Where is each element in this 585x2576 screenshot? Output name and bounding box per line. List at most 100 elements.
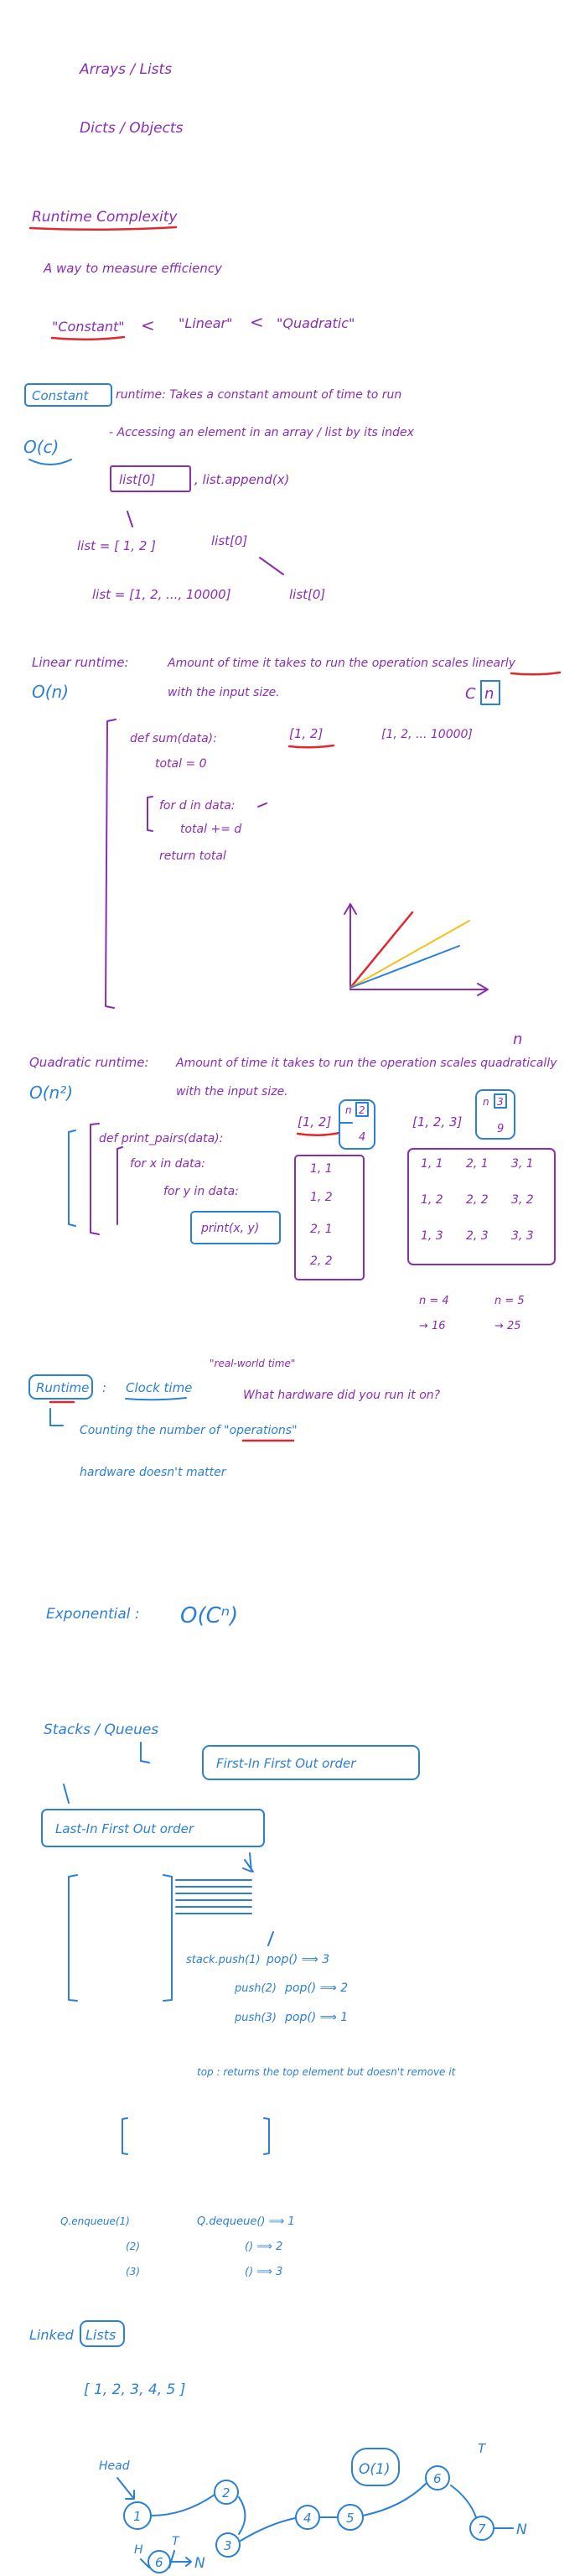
pointer-stroke [259, 557, 284, 575]
link-6-7 [450, 2485, 477, 2518]
quadratic-big-o: O(n²) [29, 1083, 73, 1103]
stacks-queues-section: Stacks / Queues First-In First Out order… [41, 1722, 457, 2278]
queue-left-bracket [122, 2117, 128, 2155]
less-than-2: < [250, 312, 264, 332]
runtime-note-colon: : [102, 1380, 106, 1395]
linear-example-big: [1, 2, ... 10000] [381, 728, 473, 741]
link-1-2 [150, 2494, 215, 2516]
queue-dequeue-3: () ⟹ 3 [245, 2266, 282, 2278]
sum-code-3: for d in data: [159, 799, 236, 813]
queue-dequeue-1: Q.dequeue() ⟹ 1 [197, 2215, 295, 2228]
small-pair-4: 2, 2 [310, 1254, 333, 1268]
big-pair-4: 1, 2 [421, 1193, 443, 1207]
small-pairs-box [294, 1155, 365, 1280]
runtime-complexity-section: Runtime Complexity A way to measure effi… [28, 209, 355, 341]
n4-result: → 16 [419, 1320, 446, 1332]
runtime-note-section: Runtime : Clock time "real-world time" W… [28, 1358, 441, 1479]
stack-right-bracket [163, 1874, 173, 2002]
big-pair-2: 2, 1 [466, 1157, 489, 1171]
single-node-value: 6 [155, 2555, 163, 2570]
real-world-note: "real-world time" [210, 1358, 295, 1369]
big-pair-9: 3, 3 [511, 1229, 534, 1243]
hardware-question: What hardware did you run it on? [243, 1389, 441, 1402]
fifo-label: First-In First Out order [216, 1756, 356, 1771]
sum-code-2: total = 0 [155, 757, 207, 771]
link-5-6 [362, 2483, 427, 2516]
queue-enqueue-2: (2) [126, 2241, 140, 2252]
quadratic-example-small: [1, 2] [298, 1114, 331, 1130]
quadratic-section: Quadratic runtime: Amount of time it tak… [29, 1031, 557, 1332]
constant-section: Constant runtime: Takes a constant amoun… [23, 383, 415, 602]
runtime-complexity-title: Runtime Complexity [32, 209, 178, 226]
o1-box [351, 2448, 400, 2486]
queue-connector [140, 1742, 150, 1763]
big-pair-6: 3, 2 [511, 1193, 534, 1207]
tick-mark [127, 511, 133, 527]
queue-right-bracket [263, 2117, 270, 2155]
x-axis-arrow [477, 983, 489, 996]
stack-pop-2: pop() ⟹ 2 [284, 1981, 348, 1995]
stack-pop-1: pop() ⟹ 3 [266, 1953, 329, 1966]
medium-line [349, 920, 470, 989]
list-big-access: list[0] [289, 587, 325, 602]
stack-push-2: push(2) [234, 1982, 277, 1995]
steep-line [349, 911, 414, 989]
small-n-value-box [355, 1102, 369, 1117]
outer-loop-bracket [116, 1146, 123, 1225]
constant-label: Constant [32, 388, 90, 403]
small-pair-3: 2, 1 [310, 1223, 333, 1236]
single-node-null: N [194, 2555, 205, 2572]
stack-push-3: push(3) [234, 2012, 277, 2024]
o1-label: O(1) [359, 2461, 390, 2478]
cn-n-box [480, 680, 500, 705]
quadratic-desc-1: Amount of time it takes to run the opera… [175, 1057, 557, 1070]
big-n-box [475, 1089, 515, 1140]
null-label: N [516, 2521, 527, 2538]
linked-title-b: Lists [85, 2327, 116, 2343]
linked-lists-section: Linked Lists [ 1, 2, 3, 4, 5 ] Head 1 2 … [29, 2320, 527, 2568]
node-6 [425, 2465, 450, 2490]
runtime-note-label: Runtime [36, 1380, 89, 1395]
linked-array: [ 1, 2, 3, 4, 5 ] [84, 2381, 185, 2398]
list-index-example: list[0] [119, 472, 155, 487]
small-result: 4 [359, 1131, 365, 1144]
node-2 [214, 2480, 239, 2505]
arrays-heading: Arrays / Lists [79, 61, 172, 78]
stacks-queues-title: Stacks / Queues [44, 1722, 158, 1738]
linear-word: "Linear" [179, 315, 232, 331]
list-big: list = [1, 2, ..., 10000] [92, 587, 231, 602]
list-index-box [110, 465, 191, 492]
small-n-box [339, 1099, 375, 1150]
linear-example-small: [1, 2] [289, 726, 323, 741]
y-axis-arrow [344, 903, 357, 915]
stack-plates [175, 1852, 254, 1914]
pairs-code-2: for x in data: [130, 1157, 205, 1171]
less-than-1: < [141, 315, 155, 335]
small-pair-1: 1, 1 [310, 1162, 333, 1176]
hook-arrow [49, 1408, 64, 1426]
stack-left-bracket [68, 1874, 78, 2002]
node-3-value: 3 [224, 2538, 232, 2553]
title-underline [28, 226, 178, 231]
exponential-section: Exponential : O(Cⁿ) [46, 1603, 238, 1628]
node-5-value: 5 [346, 2511, 355, 2526]
clock-underline [125, 1397, 187, 1401]
constant-bullet: - Accessing an element in an array / lis… [109, 426, 415, 439]
node-3 [215, 2532, 241, 2558]
linked-title-a: Linked [29, 2327, 75, 2343]
quad-example-underline [296, 1131, 341, 1136]
exponential-label: Exponential : [46, 1606, 140, 1623]
list-small-access: list[0] [211, 533, 247, 548]
big-o-underline [28, 459, 72, 465]
dicts-heading: Dicts / Objects [80, 120, 184, 137]
plate-lines [175, 1879, 252, 1914]
n5-label: n = 5 [494, 1295, 525, 1307]
queue-enqueue-3: (3) [126, 2266, 140, 2277]
clock-time: Clock time [126, 1380, 192, 1395]
node-4-value: 4 [303, 2511, 312, 2526]
node-7-value: 7 [478, 2521, 486, 2537]
stack-connector [63, 1784, 70, 1804]
quadratic-desc-2: with the input size. [176, 1085, 288, 1098]
cn-c: C [465, 685, 476, 703]
